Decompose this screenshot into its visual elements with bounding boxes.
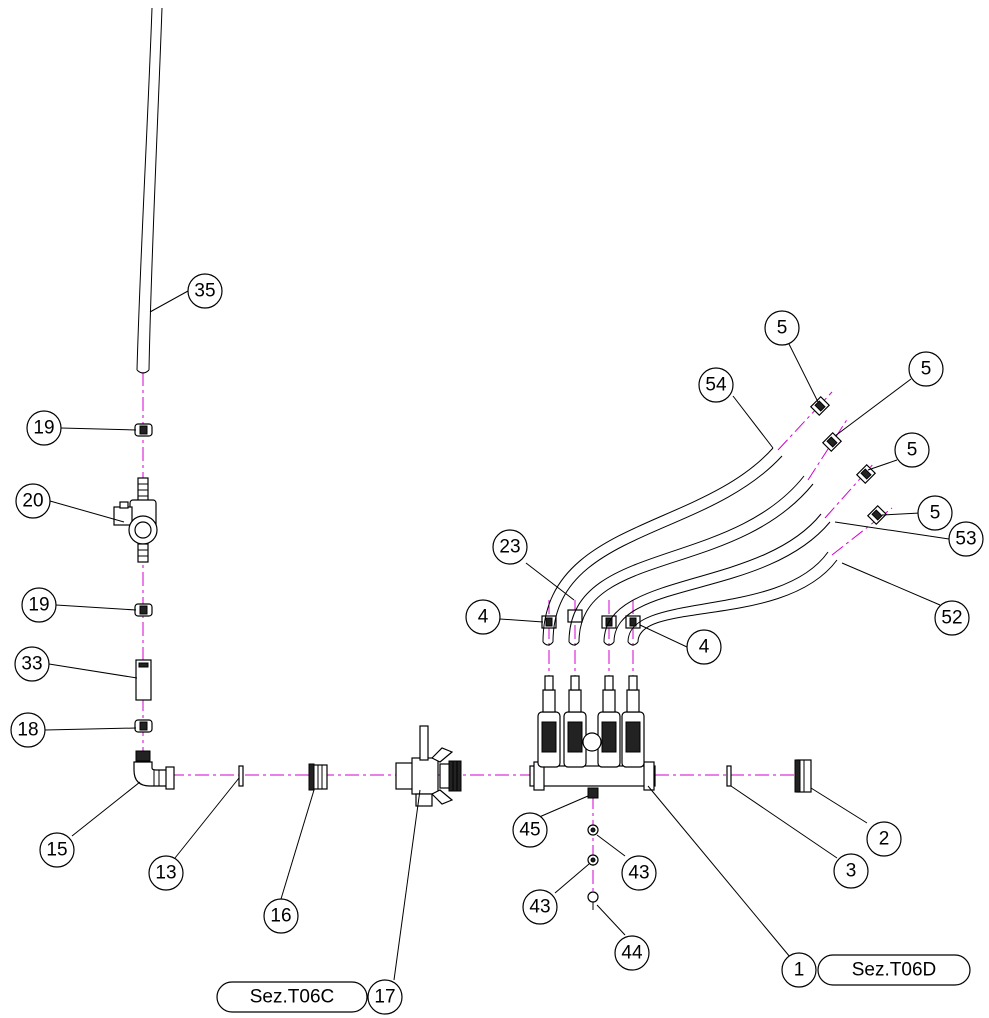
- hose-54: [542, 447, 783, 646]
- balloon-43-b: 43: [522, 889, 558, 925]
- balloon-18: 18: [10, 712, 46, 748]
- tee-fitting-20: [113, 477, 158, 563]
- svg-text:43: 43: [628, 863, 649, 884]
- svg-text:35: 35: [194, 281, 215, 302]
- svg-text:54: 54: [705, 375, 727, 396]
- valve-17: [395, 725, 462, 807]
- svg-text:5: 5: [907, 440, 918, 461]
- svg-text:5: 5: [777, 318, 788, 339]
- balloon-5-a: 5: [764, 310, 800, 346]
- svg-text:44: 44: [621, 943, 643, 964]
- svg-text:16: 16: [270, 906, 291, 927]
- nut-5-group: [809, 395, 888, 526]
- svg-text:19: 19: [33, 418, 54, 439]
- gasket-3: [726, 765, 732, 787]
- balloon-35: 35: [187, 273, 223, 309]
- clamp-19-upper: [134, 423, 153, 437]
- hose-23: [568, 475, 814, 646]
- svg-text:53: 53: [955, 529, 976, 550]
- svg-text:15: 15: [46, 840, 67, 861]
- svg-text:43: 43: [529, 897, 550, 918]
- sleeve-33: [135, 659, 152, 701]
- balloon-53: 53: [948, 521, 984, 557]
- svg-text:52: 52: [941, 608, 962, 629]
- hose-35: [136, 7, 163, 374]
- balloon-20: 20: [15, 483, 51, 519]
- svg-text:4: 4: [699, 637, 710, 658]
- balloon-5-b: 5: [908, 351, 944, 387]
- svg-text:3: 3: [846, 861, 857, 882]
- balloon-54: 54: [698, 367, 734, 403]
- manifold-1: [529, 675, 656, 791]
- washer-43-a: [587, 824, 599, 836]
- plug-45: [587, 787, 599, 799]
- clamp-19-lower: [134, 603, 153, 617]
- svg-text:5: 5: [930, 503, 941, 524]
- section-ref-right: Sez.T06D: [817, 954, 971, 986]
- balloon-17: 17: [367, 979, 403, 1015]
- screw-44: [587, 891, 599, 910]
- balloon-4-left: 4: [465, 599, 501, 635]
- svg-text:45: 45: [519, 820, 540, 841]
- balloon-44: 44: [614, 935, 650, 971]
- svg-text:23: 23: [499, 537, 520, 558]
- nut-16: [308, 763, 328, 791]
- balloon-19-lower: 19: [21, 587, 57, 623]
- svg-text:19: 19: [28, 595, 49, 616]
- svg-text:33: 33: [21, 654, 42, 675]
- balloon-2: 2: [866, 821, 902, 857]
- hose-53: [603, 513, 831, 646]
- balloon-45: 45: [512, 812, 548, 848]
- section-ref-left: Sez.T06C: [216, 981, 368, 1013]
- leader-lines: [44, 290, 950, 981]
- balloon-43-a: 43: [621, 855, 657, 891]
- balloon-52: 52: [934, 600, 970, 636]
- svg-text:20: 20: [22, 491, 43, 512]
- balloon-15: 15: [39, 832, 75, 868]
- balloon-3: 3: [833, 853, 869, 889]
- balloon-4-right: 4: [686, 629, 722, 665]
- balloon-13: 13: [148, 855, 184, 891]
- svg-text:2: 2: [879, 829, 890, 850]
- balloon-1: 1: [781, 952, 817, 988]
- svg-text:18: 18: [17, 720, 38, 741]
- balloon-33: 33: [14, 646, 50, 682]
- hose-52: [627, 551, 838, 646]
- balloon-5-d: 5: [917, 495, 953, 531]
- balloon-23: 23: [492, 529, 528, 565]
- elbow-15: [133, 750, 175, 790]
- svg-text:1: 1: [794, 960, 805, 981]
- svg-text:13: 13: [155, 863, 176, 884]
- svg-text:17: 17: [374, 987, 395, 1008]
- washer-43-b: [587, 854, 599, 866]
- balloon-5-c: 5: [894, 432, 930, 468]
- gasket-13: [238, 765, 244, 787]
- balloon-16: 16: [263, 898, 299, 934]
- svg-text:5: 5: [921, 359, 932, 380]
- balloon-19-upper: 19: [26, 410, 62, 446]
- svg-text:4: 4: [478, 607, 489, 628]
- end-cap-2: [794, 759, 812, 793]
- clamp-18: [134, 719, 153, 733]
- svg-text:Sez.T06D: Sez.T06D: [852, 960, 936, 981]
- svg-text:Sez.T06C: Sez.T06C: [250, 987, 334, 1008]
